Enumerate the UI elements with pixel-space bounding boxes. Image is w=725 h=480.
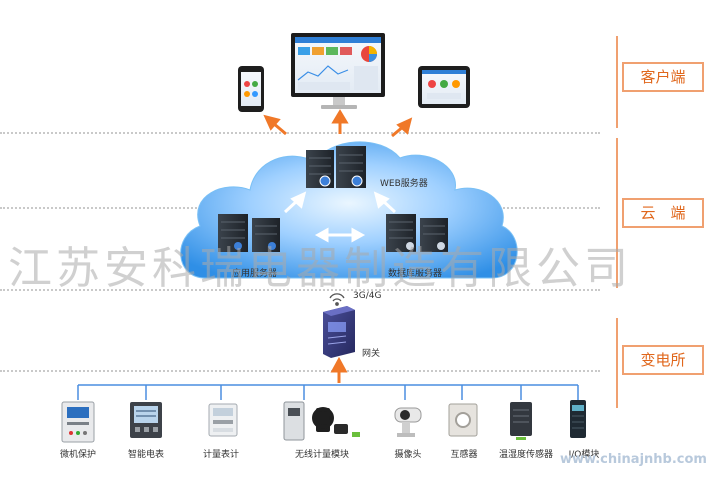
tablet-icon: [418, 66, 470, 108]
cloud-to-client-arrows: [263, 109, 413, 138]
device-label-transformer: 互感器: [450, 450, 478, 460]
tier-divider-top: [0, 132, 600, 134]
device-bus: [77, 384, 579, 400]
database-server-icon: [386, 214, 448, 252]
tier-label-client: 客户端: [622, 62, 704, 92]
tier-label-cloud: 云 端: [622, 198, 704, 228]
io-module-icon: [570, 400, 586, 438]
db-server-label: 数据库服务器: [388, 269, 443, 279]
smartphone-icon: [238, 66, 264, 112]
gateway-label: 网关: [362, 349, 381, 359]
din-meter-icon: [208, 403, 238, 437]
desktop-monitor-icon: [291, 33, 385, 109]
bracket-substation: [616, 318, 632, 408]
protection-relay-icon: [61, 401, 95, 443]
tier-divider-substation: [0, 370, 600, 372]
gateway-device-icon: [323, 306, 355, 358]
web-server-label: WEB服务器: [380, 179, 428, 189]
gateway-arrow: [330, 356, 348, 383]
tier-label-substation: 变电所: [622, 345, 704, 375]
cloud-internal-arrows: [283, 191, 397, 243]
temp-humidity-sensor-icon: [510, 402, 532, 440]
device-label-temp-sensor: 温湿度传感器: [498, 450, 553, 460]
tier-divider-cloud-bottom: [0, 289, 600, 291]
wireless-module-icon: [283, 401, 360, 441]
smart-meter-icon: [130, 402, 162, 438]
bracket-cloud: [616, 138, 632, 288]
device-label-protection: 微机保护: [59, 450, 96, 460]
device-label-io-module: I/O模块: [568, 450, 600, 460]
application-server-icon: [218, 214, 280, 252]
app-server-label: 应用服务器: [232, 269, 278, 279]
camera-icon: [394, 407, 422, 437]
website-watermark: www.chinajnhb.com: [560, 452, 707, 467]
network-label: 3G/4G: [353, 291, 382, 301]
device-label-camera: 摄像头: [394, 450, 422, 460]
bracket-client: [616, 36, 632, 128]
device-label-wireless-module: 无线计量模块: [294, 450, 349, 460]
device-label-smart-meter: 智能电表: [127, 450, 164, 460]
wifi-signal-icon: [329, 293, 345, 306]
transformer-icon: [448, 403, 478, 437]
device-label-din-meter: 计量表计: [202, 450, 239, 460]
web-server-icon: [306, 146, 366, 188]
